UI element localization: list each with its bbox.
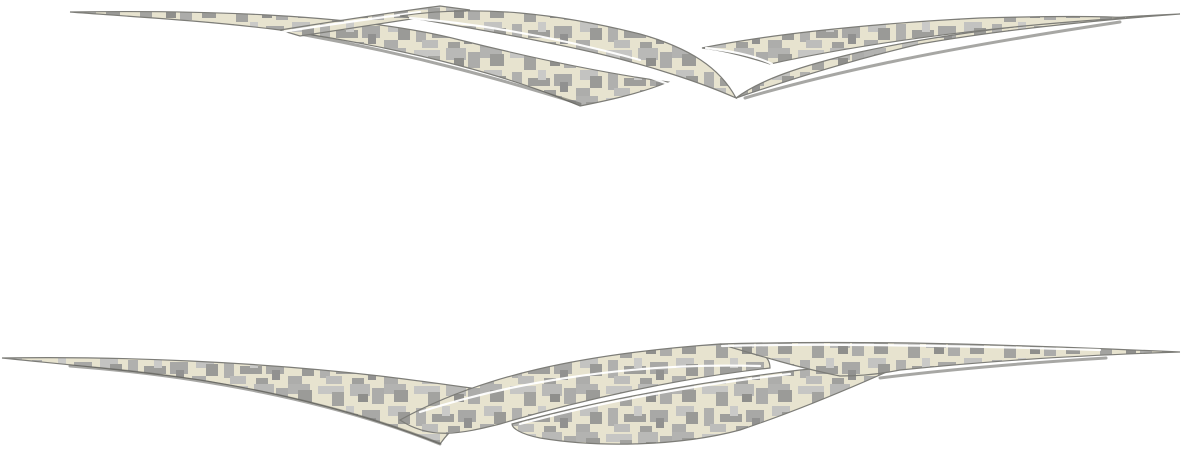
bottom-left-blade: [2, 357, 500, 444]
bottom-swoosh-decal: [1, 341, 1181, 446]
bottom-center-highlight: [418, 364, 762, 414]
bottom-right-lower-blade-edge: [511, 364, 903, 445]
bottom-left-blade-shadow: [68, 364, 442, 446]
top-left-upper-highlight: [280, 10, 422, 34]
top-center-highlight-2: [534, 42, 670, 86]
top-left-upper-blade-edge: [279, 5, 471, 37]
bottom-center-blade-edge: [398, 343, 771, 434]
top-right-blade-shadow: [743, 20, 1122, 100]
bottom-right-blade-edge: [719, 341, 1181, 377]
top-right-highlight: [704, 46, 774, 66]
top-right-upper-blade: [702, 16, 1125, 64]
bottom-right-blade: [720, 342, 1180, 376]
top-center-highlight: [408, 16, 642, 62]
top-left-blade-shadow: [298, 32, 582, 106]
top-swoosh-decal: [69, 5, 1181, 107]
top-right-blade-edge: [735, 13, 1181, 99]
bottom-right-blade-shadow: [878, 356, 1108, 380]
bottom-right-highlight: [720, 343, 1102, 352]
bottom-right-lower-highlight: [518, 372, 792, 426]
bottom-right-lower-blade: [512, 365, 900, 445]
